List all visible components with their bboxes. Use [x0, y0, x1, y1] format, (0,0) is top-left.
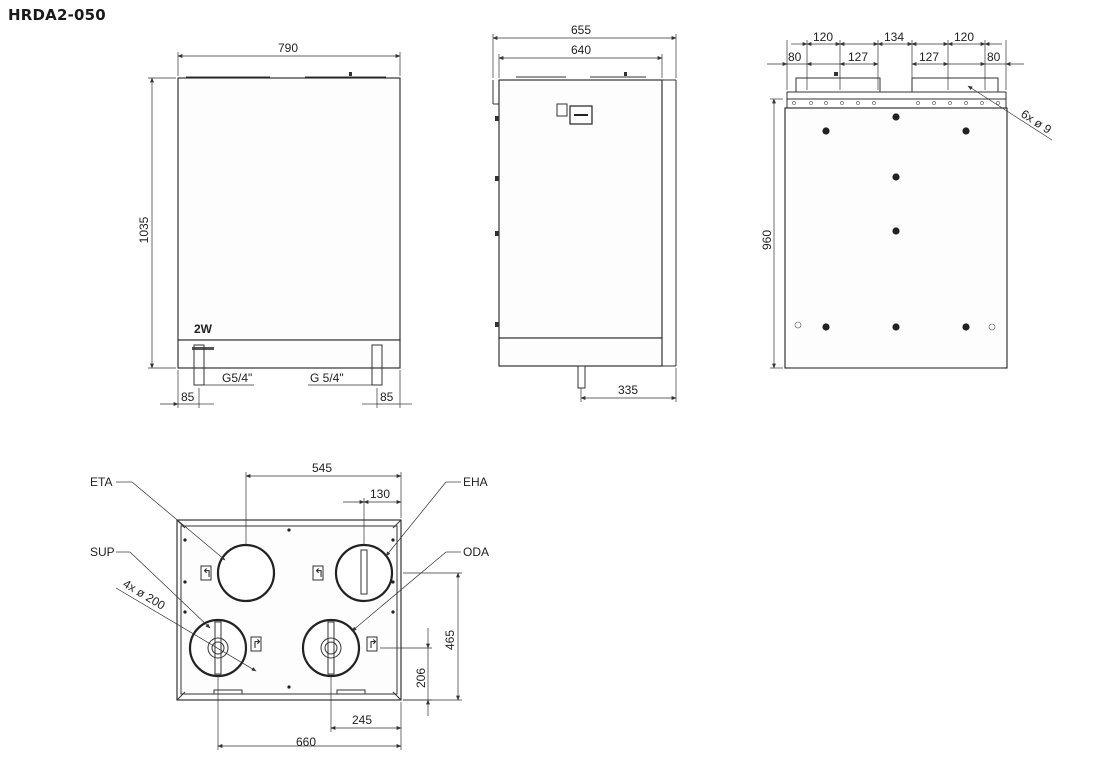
back-dim-134: 134 [884, 30, 904, 44]
top-dim-206: 206 [414, 668, 428, 688]
label-eha: EHA [463, 475, 488, 489]
front-body [177, 77, 401, 341]
side-inner-width-label: 640 [571, 43, 591, 57]
front-height-label: 1035 [137, 216, 151, 243]
label-sup: SUP [90, 545, 115, 559]
svg-text:↰: ↰ [202, 566, 212, 580]
back-dim-80-a: 80 [788, 50, 802, 64]
back-view: 120 134 120 80 127 127 80 960 6x ø 9 [760, 30, 1054, 369]
back-holes-label: 6x ø 9 [1018, 107, 1054, 137]
back-flange-left [795, 77, 881, 93]
label-oda: ODA [463, 545, 489, 559]
back-height-label: 960 [760, 230, 774, 250]
top-dim-245: 245 [352, 713, 372, 727]
top-dim-660: 660 [296, 735, 316, 749]
front-view: 2W 790 1035 G5/4" G 5/4" 85 85 [137, 41, 412, 408]
side-pipe [577, 365, 586, 389]
side-base [498, 337, 663, 367]
back-dim-127-a: 127 [848, 50, 868, 64]
side-pipe-offset-label: 335 [618, 383, 638, 397]
duct-oda [301, 618, 361, 678]
duct-eha [334, 543, 394, 603]
top-dim-130: 130 [370, 487, 390, 501]
top-dim-465: 465 [443, 630, 457, 650]
label-eta: ETA [90, 475, 112, 489]
front-left-pipe [193, 344, 205, 386]
side-control-box [556, 103, 568, 117]
front-width-label: 790 [278, 41, 298, 55]
side-body [498, 79, 663, 339]
back-dim-120-b: 120 [954, 30, 974, 44]
front-right-offset-label: 85 [380, 390, 394, 404]
top-view: ↰ ↰ ↱ ↱ ETA EHA SUP ODA 4x ø 200 545 130 [90, 461, 489, 750]
back-rail-holes [792, 101, 1000, 105]
drawing-title: HRDA2-050 [8, 6, 106, 24]
side-outer-width-label: 655 [571, 23, 591, 37]
svg-text:↰: ↰ [314, 566, 324, 580]
front-logo: 2W [194, 322, 213, 336]
front-base [177, 339, 401, 369]
svg-text:↱: ↱ [252, 637, 262, 651]
svg-text:↱: ↱ [368, 637, 378, 651]
front-right-pipe-label: G 5/4" [310, 371, 344, 385]
top-dim-545: 545 [312, 461, 332, 475]
back-dim-127-b: 127 [919, 50, 939, 64]
duct-eta [216, 543, 276, 603]
back-dim-120-a: 120 [813, 30, 833, 44]
duct-sup [188, 618, 248, 678]
front-left-pipe-label: G5/4" [222, 371, 252, 385]
front-left-offset-label: 85 [181, 390, 195, 404]
side-display [569, 105, 593, 125]
flow-symbols: ↰ ↰ ↱ ↱ [200, 565, 378, 652]
back-dim-80-b: 80 [987, 50, 1001, 64]
side-view: 655 640 335 [492, 23, 677, 402]
